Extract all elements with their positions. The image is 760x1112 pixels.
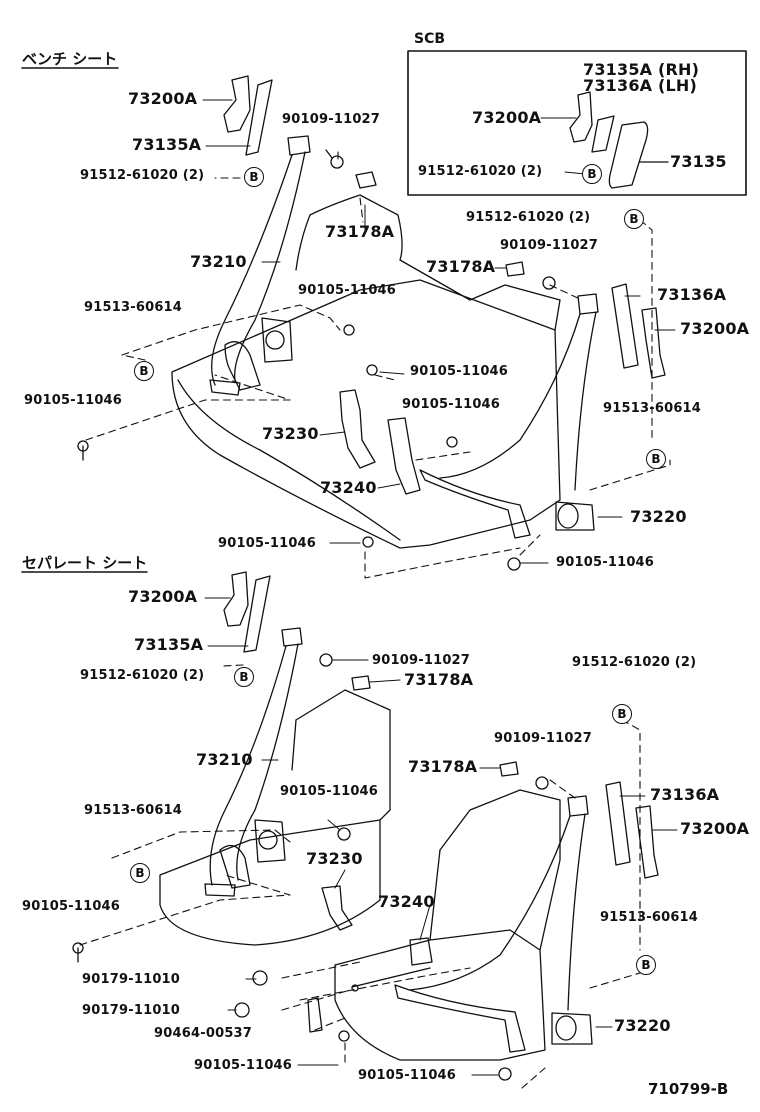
label-90105-bench-c: 90105-11046 <box>24 393 123 408</box>
label-90109-separate-b: 90109-11027 <box>494 731 593 746</box>
label-90105-separate-a: 90105-11046 <box>280 784 379 799</box>
label-73220-separate: 73220 <box>614 1016 671 1035</box>
bench-right-trims <box>611 283 666 379</box>
figure-id: 710799-B <box>648 1080 729 1098</box>
label-73178A-bench-b: 73178A <box>426 257 496 276</box>
label-73210-separate: 73210 <box>196 750 253 769</box>
label-91513-separate-left: 91513-60614 <box>84 803 183 818</box>
label-91512-separate-right: 91512-61020 (2) <box>572 655 697 670</box>
label-91512-separate-left: 91512-61020 (2) <box>80 668 205 683</box>
bench-left-belt <box>209 135 311 396</box>
section-title-scb: SCB <box>414 31 446 47</box>
bench-fasteners <box>77 149 556 571</box>
label-73240-separate: 73240 <box>378 892 435 911</box>
label-90105-bench-b: 90105-11046 <box>410 364 509 379</box>
label-73210-bench: 73210 <box>190 252 247 271</box>
label-90105-bench-f: 90105-11046 <box>556 555 655 570</box>
label-90105-bench-e: 90105-11046 <box>218 536 317 551</box>
scb-parts <box>569 91 669 189</box>
bolt-marker-b: B <box>636 955 656 975</box>
label-90464-separate: 90464-00537 <box>154 1026 253 1041</box>
label-91513-bench-right: 91513-60614 <box>603 401 702 416</box>
separate-left-bracket <box>223 571 271 653</box>
label-90105-separate-b: 90105-11046 <box>22 899 121 914</box>
bolt-marker-b: B <box>582 164 602 184</box>
label-90105-separate-d: 90105-11046 <box>358 1068 457 1083</box>
label-90109-bench-a: 90109-11027 <box>282 112 381 127</box>
label-73136A-bench: 73136A <box>657 285 727 304</box>
label-73136A-lh-scb: 73136A (LH) <box>583 76 698 95</box>
bolt-marker-b: B <box>130 863 150 883</box>
separate-buckles <box>307 885 433 1033</box>
separate-left-belt <box>204 627 303 897</box>
section-title-bench: ベンチ シート <box>22 50 118 68</box>
label-90179-separate-a: 90179-11010 <box>82 972 181 987</box>
bolt-marker-b: B <box>244 167 264 187</box>
label-90109-separate-a: 90109-11027 <box>372 653 471 668</box>
label-91512-scb: 91512-61020 (2) <box>418 164 543 179</box>
label-90109-bench-b: 90109-11027 <box>500 238 599 253</box>
bench-right-belt <box>419 293 599 539</box>
label-73136A-separate: 73136A <box>650 785 720 804</box>
scb-box <box>407 50 747 196</box>
label-90105-separate-c: 90105-11046 <box>194 1058 293 1073</box>
bolt-marker-b: B <box>234 667 254 687</box>
bolt-marker-b: B <box>646 449 666 469</box>
label-91512-bench-left: 91512-61020 (2) <box>80 168 205 183</box>
label-91512-bench-right: 91512-61020 (2) <box>466 210 591 225</box>
separate-right-belt <box>394 795 593 1053</box>
label-90105-bench-a: 90105-11046 <box>298 283 397 298</box>
separate-right-trims <box>605 781 659 879</box>
label-90105-bench-d: 90105-11046 <box>402 397 501 412</box>
label-73200A-bench-right: 73200A <box>680 319 750 338</box>
label-73220-bench: 73220 <box>630 507 687 526</box>
label-73178A-separate-a: 73178A <box>404 670 474 689</box>
label-73200A-separate-right: 73200A <box>680 819 750 838</box>
label-91513-bench-left: 91513-60614 <box>84 300 183 315</box>
bench-buckles <box>339 389 421 495</box>
label-73230-bench: 73230 <box>262 424 319 443</box>
label-73230-separate: 73230 <box>306 849 363 868</box>
label-73240-bench: 73240 <box>320 478 377 497</box>
label-73135A-rh-scb: 73135A (RH) <box>583 60 700 79</box>
label-73178A-separate-b: 73178A <box>408 757 478 776</box>
bolt-marker-b: B <box>612 704 632 724</box>
separate-right-seat-outline <box>334 789 561 1061</box>
separate-left-seat-outline <box>159 689 391 946</box>
label-73200A-scb: 73200A <box>472 108 542 127</box>
bolt-marker-b: B <box>624 209 644 229</box>
label-73178A-bench-a: 73178A <box>325 222 395 241</box>
label-90179-separate-b: 90179-11010 <box>82 1003 181 1018</box>
label-73135A-bench: 73135A <box>132 135 202 154</box>
section-title-separate: セパレート シート <box>22 554 148 572</box>
label-91513-separate-right: 91513-60614 <box>600 910 699 925</box>
separate-fasteners <box>72 653 549 1081</box>
label-73135-scb: 73135 <box>670 152 727 171</box>
bench-seat-outline <box>171 194 561 549</box>
bolt-marker-b: B <box>134 361 154 381</box>
bench-left-bracket <box>223 75 273 156</box>
label-73200A-separate-left: 73200A <box>128 587 198 606</box>
leader-lines <box>202 99 678 1076</box>
label-73135A-separate: 73135A <box>134 635 204 654</box>
label-73200A-bench-left: 73200A <box>128 89 198 108</box>
